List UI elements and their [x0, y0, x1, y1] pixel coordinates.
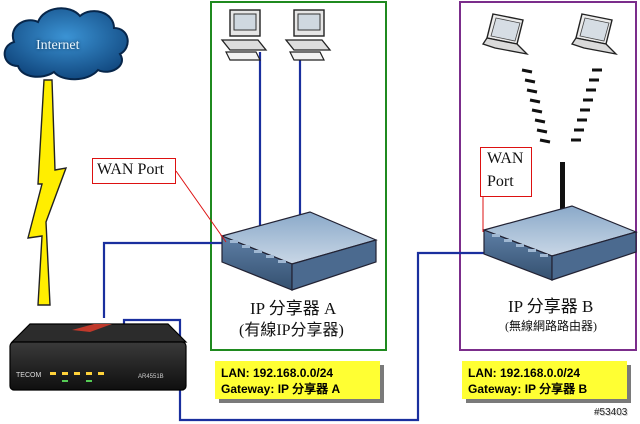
wireless-signal — [521, 68, 602, 144]
router-b-name: IP 分享器 B — [508, 297, 594, 316]
router-a-info-box: LAN: 192.168.0.0/24 Gateway: IP 分享器 A — [215, 361, 380, 399]
wan-callout-box-b — [480, 147, 532, 197]
wan-callout-box-a — [92, 158, 176, 184]
adsl-modem-icon — [9, 323, 188, 391]
laptop-icon — [481, 13, 529, 56]
modem-brand: TECOM — [16, 372, 42, 379]
wan-callout-line-a — [175, 170, 227, 243]
group-b-frame — [459, 1, 637, 351]
cable-modem-router-a — [102, 241, 228, 318]
router-b-icon — [482, 162, 638, 281]
router-b-gateway: Gateway: IP 分享器 B — [468, 382, 588, 396]
wan-port-label-a: WAN Port — [97, 161, 165, 178]
cable-modem-router-b — [122, 251, 488, 422]
laptop-icon — [570, 13, 618, 56]
internet-cloud — [3, 7, 129, 81]
cables — [102, 52, 488, 422]
watermark: #53403 — [594, 407, 628, 418]
router-b-info-box: LAN: 192.168.0.0/24 Gateway: IP 分享器 B — [462, 361, 627, 399]
router-a-subtitle: (有線IP分享器) — [239, 322, 344, 339]
router-a-name: IP 分享器 A — [250, 299, 337, 318]
lightning-bolt-icon — [27, 79, 68, 306]
modem-model: AR4551B — [138, 374, 164, 380]
group-a-frame — [210, 1, 387, 351]
router-b-subtitle: (無線網路路由器) — [505, 319, 597, 333]
router-a-gateway: Gateway: IP 分享器 A — [221, 382, 341, 396]
desktop-pc-icon — [220, 9, 268, 61]
wan-label-b-line2: Port — [487, 173, 514, 190]
internet-label: Internet — [36, 38, 80, 53]
router-a-lan: LAN: 192.168.0.0/24 — [221, 366, 334, 380]
router-a-icon — [220, 211, 378, 291]
wan-label-b-line1: WAN — [487, 150, 524, 167]
desktop-pc-icon — [284, 9, 332, 61]
router-b-lan: LAN: 192.168.0.0/24 — [468, 366, 581, 380]
